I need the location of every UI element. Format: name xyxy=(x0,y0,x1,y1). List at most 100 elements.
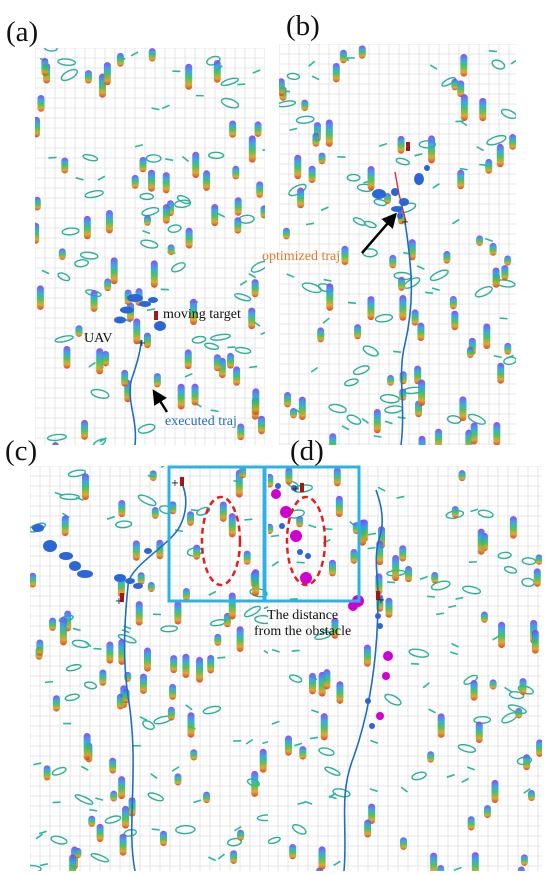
moving-obstacle xyxy=(148,297,158,303)
pillar-obstacle xyxy=(289,844,297,860)
pillar-obstacle xyxy=(418,379,426,406)
pillar-obstacle xyxy=(52,695,60,712)
pillar-obstacle xyxy=(363,644,371,667)
bar-obstacle xyxy=(41,269,50,275)
distance-ellipse-c xyxy=(200,495,242,587)
pillar-obstacle xyxy=(325,119,333,147)
pillar-obstacle xyxy=(389,254,397,269)
bar-obstacle xyxy=(310,366,319,373)
pillar-obstacle xyxy=(504,255,512,266)
pillar-obstacle xyxy=(256,181,264,198)
pillar-obstacle xyxy=(405,566,413,583)
pillar-obstacle xyxy=(333,467,341,487)
moving-obstacle xyxy=(114,574,126,582)
pillar-obstacle xyxy=(252,388,260,416)
executed-traj-label: executed traj xyxy=(165,414,237,429)
bar-obstacle xyxy=(297,801,306,806)
ring-obstacle xyxy=(491,59,506,70)
distance-sphere xyxy=(348,601,358,611)
bar-obstacle xyxy=(448,604,457,609)
pillar-obstacle xyxy=(385,597,393,618)
moving-obstacle xyxy=(297,549,303,555)
ring-obstacle xyxy=(249,587,268,598)
pillar-obstacle xyxy=(259,748,267,773)
pillar-obstacle xyxy=(298,396,306,421)
highlight-box-c xyxy=(167,465,266,603)
ring-obstacle xyxy=(254,614,268,625)
pillar-obstacle xyxy=(364,819,372,838)
pillar-obstacle xyxy=(354,324,362,340)
ring-obstacle xyxy=(477,509,494,519)
panel-c-scene: ++ xyxy=(30,466,268,871)
ring-obstacle xyxy=(462,585,482,595)
panel-a-scene: + xyxy=(35,48,265,445)
pillar-obstacle xyxy=(88,815,96,827)
bar-obstacle xyxy=(217,212,226,218)
distance-sphere xyxy=(376,712,384,720)
pillar-obstacle xyxy=(228,513,236,538)
pillar-obstacle xyxy=(384,193,392,204)
pillar-obstacle xyxy=(476,235,484,246)
pillar-obstacle xyxy=(187,712,195,738)
bar-obstacle xyxy=(44,680,54,684)
pillar-obstacle xyxy=(519,678,527,696)
bar-obstacle xyxy=(370,739,379,744)
ring-obstacle xyxy=(408,648,430,658)
pillar-obstacle xyxy=(118,639,126,665)
ring-obstacle xyxy=(137,423,156,434)
bar-obstacle xyxy=(488,50,497,53)
pillar-obstacle xyxy=(131,174,139,189)
pillar-obstacle xyxy=(153,373,161,388)
pillar-obstacle xyxy=(30,572,37,588)
bar-obstacle xyxy=(97,175,106,181)
highlight-box-d xyxy=(263,465,361,603)
bar-obstacle xyxy=(193,799,202,804)
moving-obstacle xyxy=(275,483,281,489)
ring-obstacle xyxy=(234,346,252,355)
pillar-obstacle xyxy=(192,151,200,179)
ring-obstacle xyxy=(64,693,80,702)
ring-obstacle xyxy=(59,493,80,501)
bar-obstacle xyxy=(289,127,298,132)
ring-obstacle xyxy=(441,76,456,87)
pillar-obstacle xyxy=(492,267,500,288)
optimized-traj-label: optimized traj xyxy=(262,249,341,264)
bar-obstacle xyxy=(384,420,393,425)
moving-obstacle xyxy=(43,540,57,552)
pillar-obstacle xyxy=(326,283,334,311)
pillar-obstacle xyxy=(279,78,285,96)
executed-trajectory xyxy=(123,481,187,871)
pillar-obstacle xyxy=(184,349,192,370)
pillar-obstacle xyxy=(368,803,376,825)
pillar-obstacle xyxy=(411,309,419,326)
bar-obstacle xyxy=(431,287,440,292)
ring-obstacle xyxy=(204,342,220,351)
bar-obstacle xyxy=(436,612,445,616)
ring-obstacle xyxy=(508,690,525,700)
bar-obstacle xyxy=(262,148,265,152)
moving-obstacle xyxy=(291,485,297,491)
bar-obstacle xyxy=(414,153,423,157)
pillar-obstacle xyxy=(285,467,293,485)
moving-obstacle xyxy=(377,623,383,629)
uav-marker: + xyxy=(115,596,123,607)
bar-obstacle xyxy=(428,708,436,714)
ring-obstacle xyxy=(160,625,179,633)
bar-obstacle xyxy=(33,762,42,766)
ring-obstacle xyxy=(328,403,347,414)
bar-obstacle xyxy=(75,177,84,181)
pillar-obstacle xyxy=(84,70,92,84)
pillar-obstacle xyxy=(116,52,124,67)
bar-obstacle xyxy=(249,365,258,369)
ring-obstacle xyxy=(46,433,67,442)
panel-b: + xyxy=(279,44,516,445)
pillar-obstacle xyxy=(149,470,157,482)
ring-obstacle xyxy=(170,262,186,273)
bar-obstacle xyxy=(294,742,303,747)
pillar-obstacle xyxy=(504,342,512,355)
bar-obstacle xyxy=(470,508,479,513)
pillar-obstacle xyxy=(233,366,241,386)
bar-obstacle xyxy=(476,146,485,152)
ring-obstacle xyxy=(90,852,110,863)
pillar-obstacle xyxy=(193,544,201,560)
